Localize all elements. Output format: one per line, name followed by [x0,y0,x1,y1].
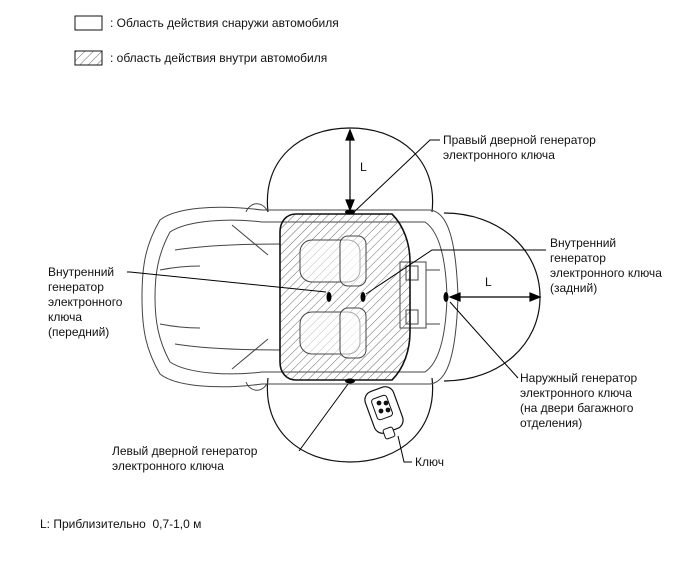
legend-inside-label: : область действия внутри автомобиля [110,51,328,65]
label-outer-trunk-generator: Наружный генератор электронного ключа (н… [520,371,638,430]
generator-outer-trunk [443,292,449,302]
leader-lines [127,139,546,463]
generator-left-door [345,378,355,384]
legend-outside-label: : Область действия снаружи автомобиля [110,16,339,30]
dimension-l-top-arrow [345,128,355,212]
car-outline [141,203,459,391]
label-inner-front-generator: Внутренний генератор электронного ключа … [48,265,123,339]
generator-inner-rear [360,292,366,302]
seats [299,235,367,359]
label-left-door-generator: Левый дверной генератор электронного клю… [112,444,258,473]
label-key: Ключ [415,455,444,469]
footnote-approx-range: L: Приблизительно 0,7-1,0 м [40,517,202,531]
generator-inner-front [326,292,332,302]
dimension-l-right-arrow [448,292,542,302]
label-l-top: L [360,160,367,174]
range-top-lobe [266,127,434,213]
generator-right-door [345,209,355,215]
label-right-door-generator: Правый дверной генератор электронного кл… [443,133,596,162]
legend-inside-swatch [74,50,103,66]
label-inner-rear-generator: Внутренний генератор электронного ключа … [550,236,662,295]
label-l-right: L [485,275,492,289]
legend-outside-swatch [74,15,103,31]
range-bottom-lobe [266,377,434,463]
key-fob-icon [364,386,404,440]
